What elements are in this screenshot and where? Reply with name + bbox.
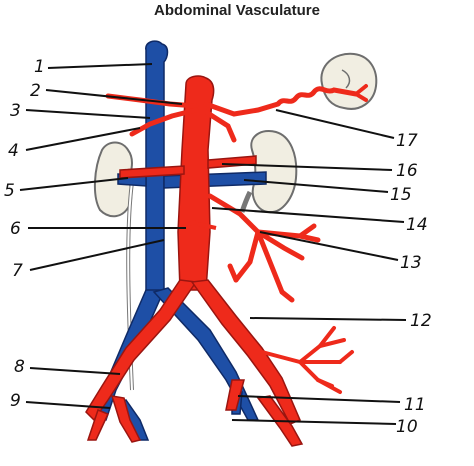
label-14: 14 <box>406 215 428 235</box>
label-4: 4 <box>8 141 19 161</box>
label-16: 16 <box>396 161 418 181</box>
right-renal-artery <box>119 165 185 179</box>
gonadal-artery-right <box>179 220 197 228</box>
label-9: 9 <box>10 391 21 411</box>
right-internal-iliac-artery <box>110 395 142 443</box>
label-1: 1 <box>34 57 45 77</box>
leader-lines <box>19 63 407 425</box>
left-internal-iliac-artery <box>225 379 245 411</box>
gonadal-artery-left <box>197 222 217 230</box>
diagram-title: Abdominal Vasculature <box>154 2 320 19</box>
left-ureter <box>239 190 253 213</box>
left-common-iliac-artery <box>190 279 301 425</box>
inferior-mesenteric-branches <box>260 326 354 394</box>
label-7: 7 <box>12 261 23 281</box>
label-6: 6 <box>10 219 21 239</box>
spleen-notch <box>341 69 351 89</box>
label-17: 17 <box>396 131 418 151</box>
splenic-artery <box>275 86 359 107</box>
label-8: 8 <box>14 357 25 377</box>
splenic-artery-branches <box>354 84 368 102</box>
label-12: 12 <box>410 311 432 331</box>
label-11: 11 <box>404 395 426 415</box>
label-10: 10 <box>396 417 418 437</box>
left-renal-artery <box>207 155 257 169</box>
label-2: 2 <box>30 81 41 101</box>
label-13: 13 <box>400 253 422 273</box>
superior-mesenteric-branches <box>207 193 321 303</box>
label-15: 15 <box>390 185 412 205</box>
right-external-iliac-artery <box>86 409 110 441</box>
abdominal-aorta <box>177 75 215 291</box>
label-5: 5 <box>4 181 15 201</box>
label-3: 3 <box>10 101 21 121</box>
